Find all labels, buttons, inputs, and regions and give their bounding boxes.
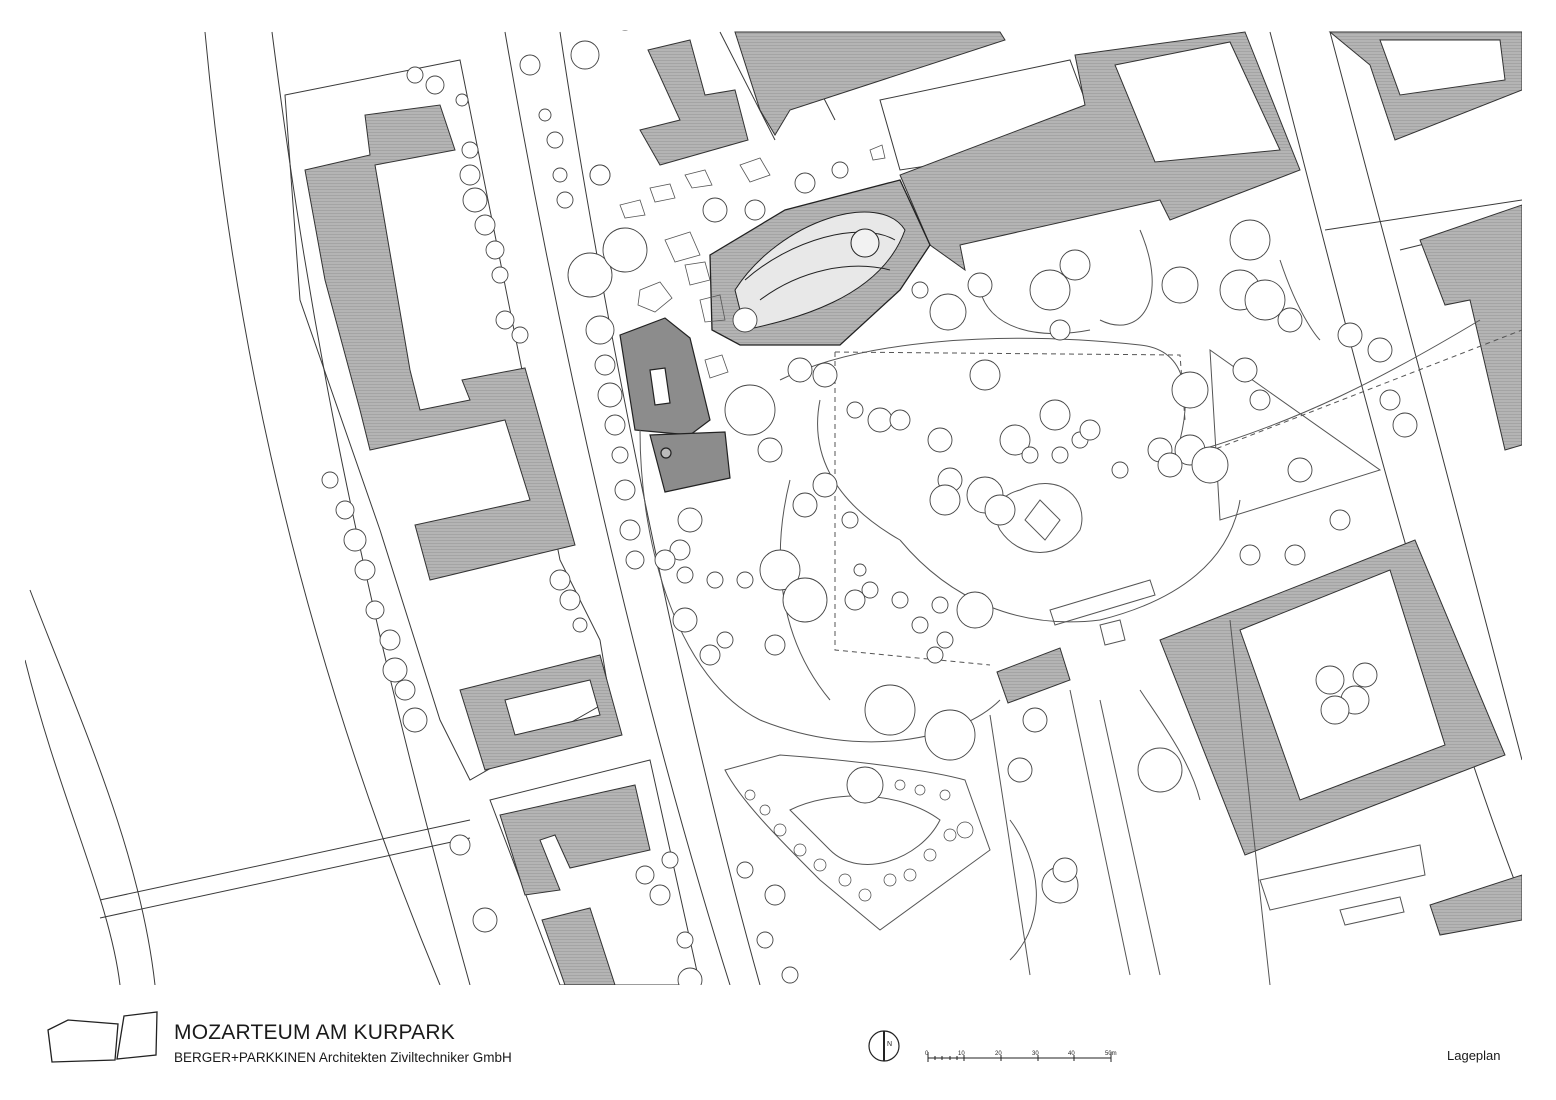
new-building-annex xyxy=(649,431,731,493)
building-west-L xyxy=(304,104,576,581)
building-east-L xyxy=(1419,204,1522,451)
building-outline-logo-icon xyxy=(47,1011,158,1063)
building-north-block xyxy=(734,31,1006,136)
scale-bar xyxy=(927,1052,1112,1062)
new-building-cutout xyxy=(649,367,671,406)
paving-stones xyxy=(619,144,886,379)
trees xyxy=(321,30,1418,985)
building-courtyard-large xyxy=(1159,539,1506,856)
architect-credit: BERGER+PARKKINEN Architekten Ziviltechni… xyxy=(174,1050,512,1065)
building-courtyard-small xyxy=(459,654,623,771)
building-south-small xyxy=(541,907,616,985)
park-paths xyxy=(639,229,1481,985)
existing-buildings xyxy=(304,31,1522,985)
scale-tick-label: 0 xyxy=(925,1051,929,1057)
scale-tick-label: 20 xyxy=(995,1051,1002,1057)
sheet-label: Lageplan xyxy=(1447,1048,1501,1063)
building-southeast-corner xyxy=(1429,874,1522,936)
new-buildings xyxy=(619,317,731,493)
scale-tick-label: 30 xyxy=(1032,1051,1039,1057)
building-pavilion xyxy=(996,647,1071,704)
building-large-northeast xyxy=(899,31,1301,272)
concert-hall xyxy=(709,179,931,346)
shrubs xyxy=(744,779,974,902)
building-south-L xyxy=(499,784,651,896)
scale-tick-label: 50m xyxy=(1105,1051,1117,1057)
building-northeast-corner xyxy=(1328,31,1522,141)
page-title: MOZARTEUM AM KURPARK xyxy=(174,1021,455,1044)
scale-tick-label: 40 xyxy=(1068,1051,1075,1057)
title-block: MOZARTEUM AM KURPARK BERGER+PARKKINEN Ar… xyxy=(174,1021,512,1067)
scale-tick-label: 10 xyxy=(958,1051,965,1057)
north-arrow-icon xyxy=(868,1030,900,1062)
building-north-L xyxy=(639,39,749,166)
street-lines xyxy=(25,31,1522,985)
north-arrow-label: N xyxy=(887,1041,893,1048)
